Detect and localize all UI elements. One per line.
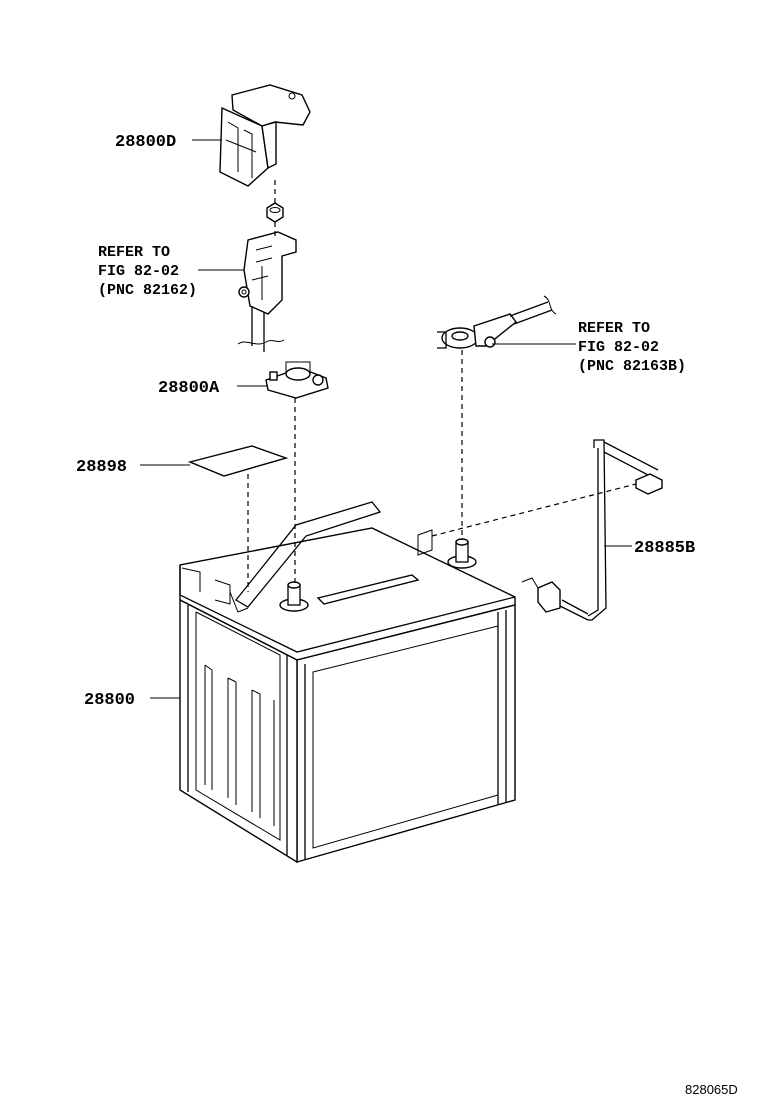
- part-number-28800A: 28800A: [158, 379, 220, 398]
- part-number-28898: 28898: [76, 458, 127, 477]
- negative-terminal: [279, 581, 309, 612]
- ref-pos-line3: (PNC 82163B): [578, 358, 686, 375]
- part-number-28800: 28800: [84, 691, 135, 710]
- ref-neg-line3: (PNC 82162): [98, 282, 197, 299]
- terminal-nut: [266, 202, 284, 223]
- terminal-clamp: [265, 361, 329, 399]
- ref-pos-line2: FIG 82-02: [578, 339, 659, 356]
- vent-tube: [521, 439, 663, 621]
- figure-code: 828065D: [685, 1082, 738, 1097]
- ref-neg-line1: REFER TO: [98, 244, 170, 261]
- negative-cable-assembly: [237, 231, 297, 352]
- ref-neg-line2: FIG 82-02: [98, 263, 179, 280]
- caution-label: [187, 445, 289, 477]
- part-number-28800D: 28800D: [115, 133, 176, 152]
- ref-pos-line1: REFER TO: [578, 320, 650, 337]
- part-number-28885B: 28885B: [634, 539, 695, 558]
- positive-terminal: [417, 529, 477, 569]
- assembly-lines: [247, 180, 637, 592]
- terminal-cover: [219, 84, 311, 187]
- leader-lines: [140, 139, 632, 699]
- battery-illustration: [179, 501, 516, 864]
- positive-cable-assembly: [437, 295, 557, 349]
